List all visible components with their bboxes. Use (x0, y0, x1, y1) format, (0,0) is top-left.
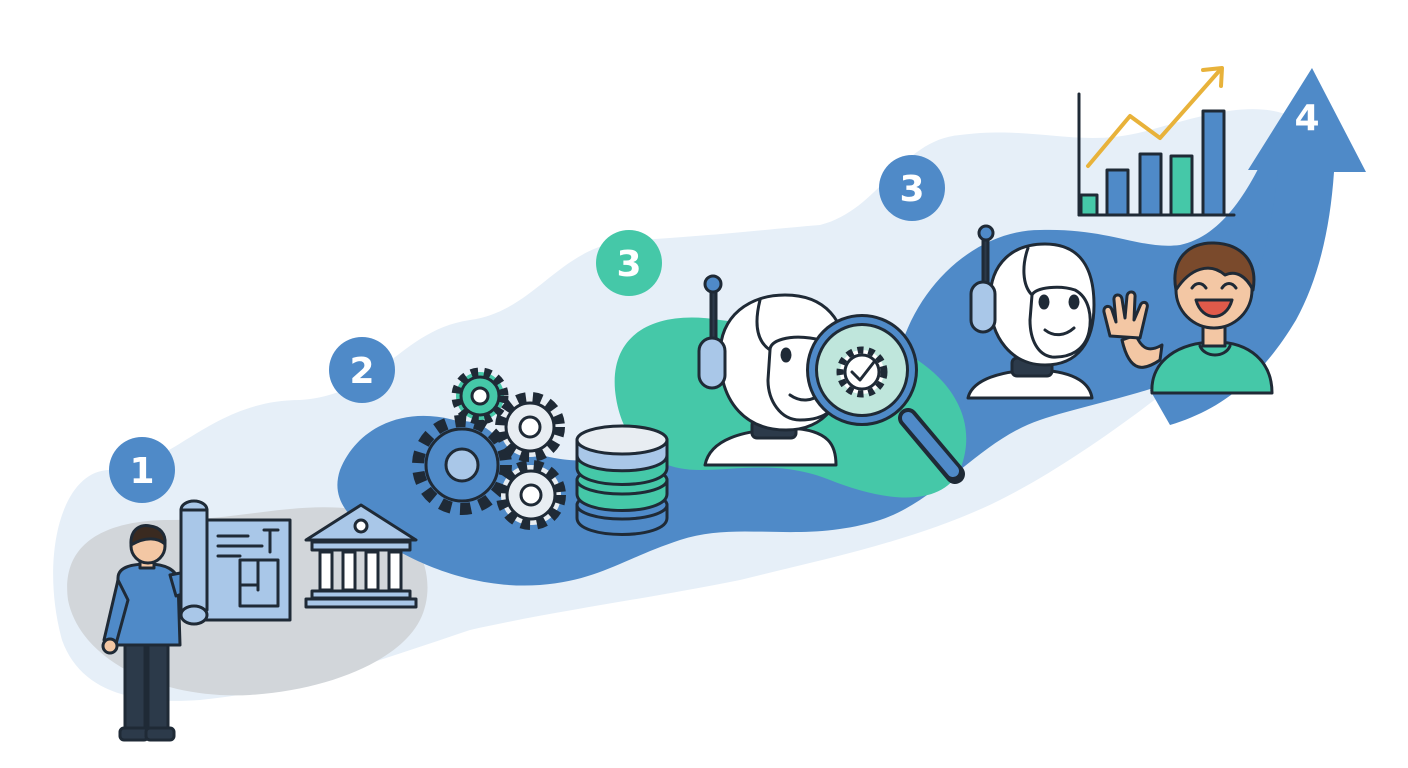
institution-icon (304, 503, 418, 609)
gear-medium-lower (496, 460, 566, 530)
step-4-label: 4 (1294, 98, 1319, 139)
growth-chart-icon (1077, 66, 1236, 217)
gear-medium-light (495, 392, 565, 462)
step-3b-badge: 3 (879, 155, 945, 221)
robot-icon (966, 224, 1096, 400)
gear-large (412, 415, 512, 515)
growth-arrow: 4 (1150, 68, 1366, 425)
blueprint-icon (179, 499, 292, 626)
step-1-label: 1 (129, 451, 154, 492)
database-icon (575, 424, 669, 536)
magnifier-gear-icon (806, 314, 965, 484)
step-2-badge: 2 (329, 337, 395, 403)
step-3-badge: 3 (596, 230, 662, 296)
gear-small-teal (451, 367, 509, 425)
step-3b-label: 3 (899, 169, 924, 210)
gears-icon (412, 367, 566, 530)
step-2-label: 2 (349, 351, 374, 392)
waving-user-icon (1102, 241, 1274, 395)
step-1-badge: 1 (109, 437, 175, 503)
step-3-label: 3 (616, 244, 641, 285)
